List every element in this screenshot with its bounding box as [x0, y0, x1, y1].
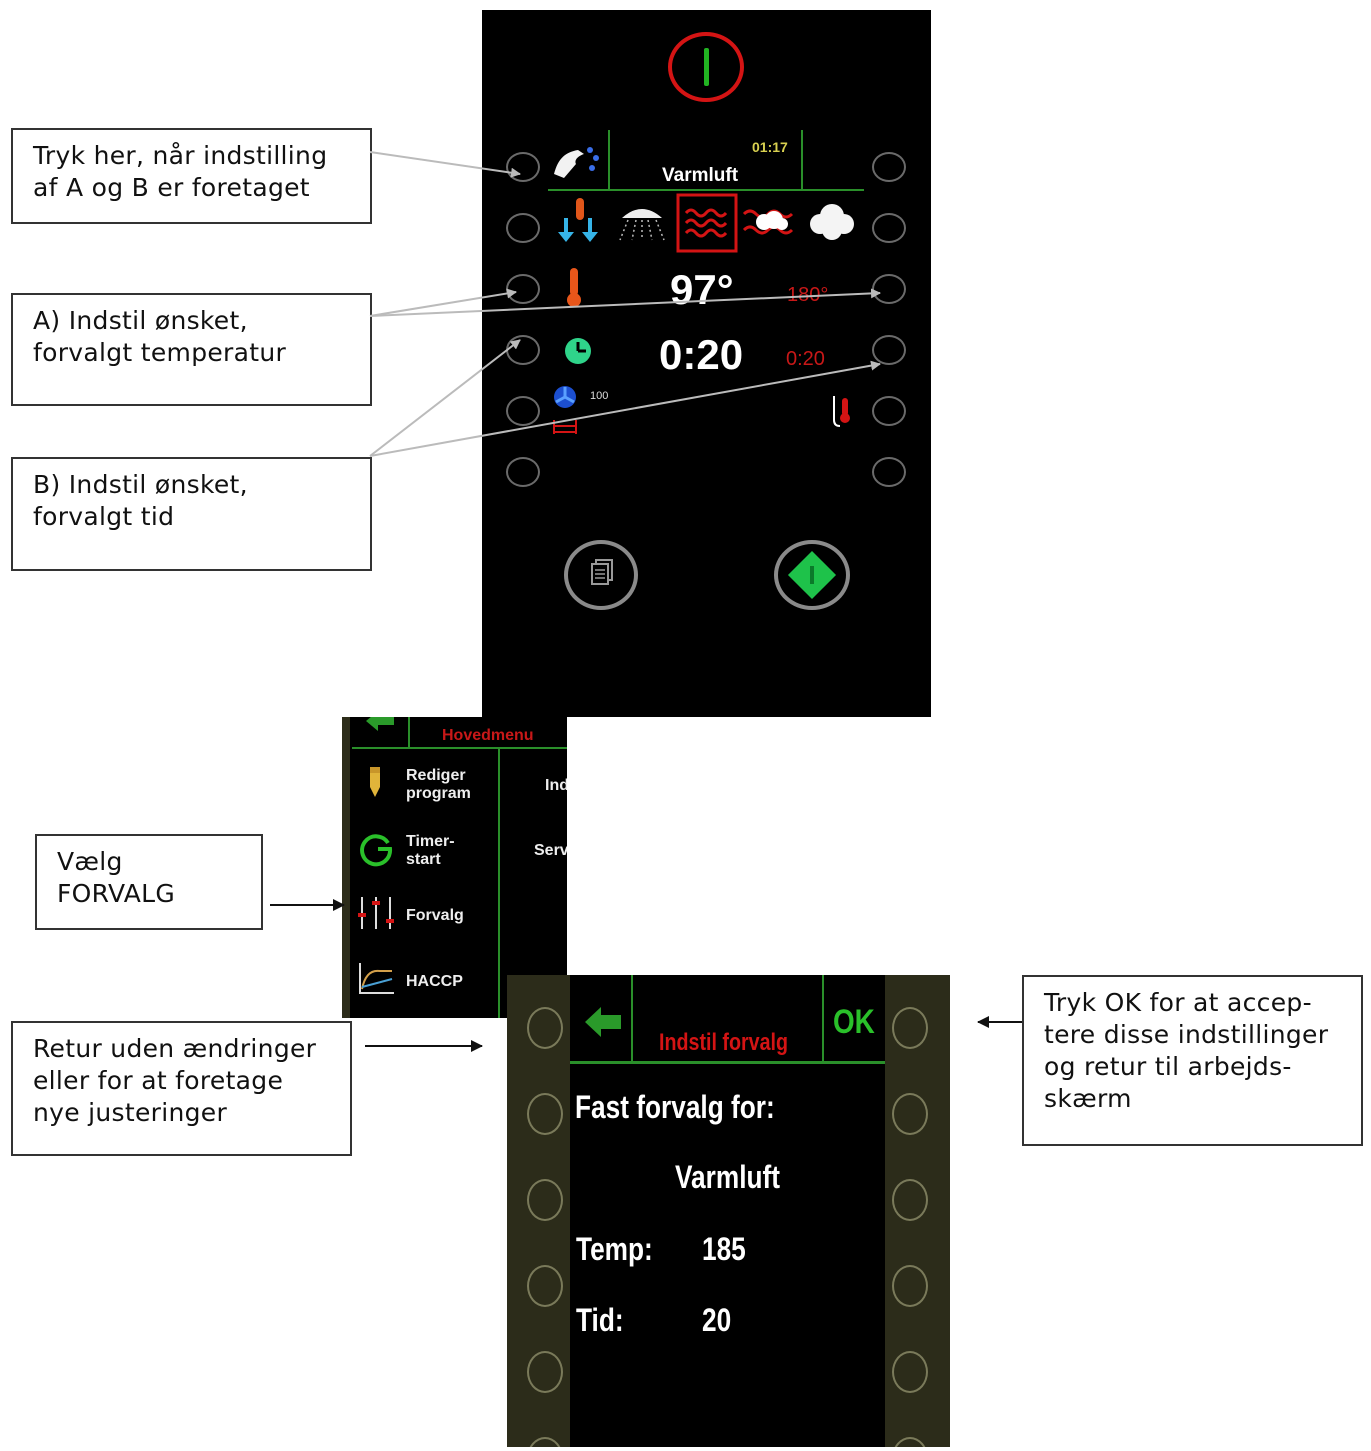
time-value: 0:20: [659, 331, 744, 378]
menu-item-haccp[interactable]: HACCP: [352, 959, 492, 1003]
side-button-right-6[interactable]: [872, 457, 906, 487]
main-menu-panel: Hovedmenu Rediger program Timer- start F…: [342, 717, 567, 1018]
side-button-left-3[interactable]: [527, 1179, 563, 1221]
callout-vaelg-forvalg: Vælg FORVALG: [35, 834, 263, 930]
side-button-right-1[interactable]: [872, 152, 906, 182]
side-button-left-1[interactable]: [527, 1007, 563, 1049]
timer-start-icon: [360, 834, 393, 867]
preset-screen: [570, 975, 885, 1447]
callout-indstil-tid: B) Indstil ønsket, forvalgt tid: [11, 457, 372, 571]
callout-retur: Retur uden ændringer eller for at foreta…: [11, 1021, 352, 1156]
side-button-left-4[interactable]: [527, 1265, 563, 1307]
side-button-right-2[interactable]: [872, 213, 906, 243]
fan-icon: [554, 386, 576, 408]
preset-heading: Fast forvalg for:: [575, 1089, 775, 1125]
side-button-right-4[interactable]: [872, 335, 906, 365]
temp-value[interactable]: 185: [702, 1231, 746, 1267]
thermometer-icon[interactable]: [562, 266, 586, 308]
temp-label: Temp:: [576, 1231, 653, 1267]
side-button-left-2[interactable]: [527, 1093, 563, 1135]
back-arrow-icon[interactable]: [583, 1005, 623, 1039]
callout-tryk-her: Tryk her, når indstilling af A og B er f…: [11, 128, 372, 224]
programs-icon[interactable]: [564, 540, 638, 610]
pencil-icon: [370, 767, 380, 797]
preset-settings-panel: Indstil forvalg OK Fast forvalg for: Var…: [507, 975, 950, 1447]
side-button-right-4[interactable]: [892, 1265, 928, 1307]
hot-air-icon[interactable]: [676, 193, 738, 253]
side-button-right-1[interactable]: [892, 1007, 928, 1049]
side-button-right-5[interactable]: [872, 396, 906, 426]
back-arrow-icon[interactable]: [362, 717, 398, 733]
timer-icon[interactable]: [562, 336, 594, 366]
temperature-value: 97°: [670, 266, 734, 313]
side-button-left-5[interactable]: [506, 396, 540, 426]
combi-steam-icon[interactable]: [742, 202, 800, 242]
menu-item-label: Rediger program: [406, 767, 471, 802]
side-button-left-2[interactable]: [506, 213, 540, 243]
time-preset: 0:20: [786, 348, 825, 370]
cool-down-icon[interactable]: [558, 196, 602, 246]
mode-label: Varmluft: [662, 165, 739, 186]
menu-item-label: HACCP: [406, 973, 463, 990]
menu-item-timer-start[interactable]: Timer- start: [352, 829, 492, 873]
preset-title: Indstil forvalg: [659, 1029, 789, 1056]
sliders-icon: [358, 897, 394, 929]
hand-program-icon[interactable]: [550, 138, 602, 182]
side-button-right-5[interactable]: [892, 1351, 928, 1393]
rack-icon: [553, 420, 577, 434]
haccp-chart-icon: [359, 963, 394, 994]
side-button-left-5[interactable]: [527, 1351, 563, 1393]
menu-item-service[interactable]: Serv: [534, 842, 567, 859]
preset-mode: Varmluft: [675, 1159, 780, 1195]
time-label: Tid:: [576, 1302, 624, 1338]
menu-item-forvalg[interactable]: Forvalg: [352, 893, 492, 937]
core-probe-icon: [833, 396, 850, 427]
clock-display: 01:17: [752, 139, 788, 155]
power-icon[interactable]: [668, 32, 744, 102]
start-icon[interactable]: [774, 540, 850, 610]
fan-speed: 100: [590, 390, 609, 402]
temperature-preset: 180°: [787, 284, 829, 306]
side-button-right-3[interactable]: [892, 1179, 928, 1221]
menu-item-label: Forvalg: [406, 907, 464, 924]
main-menu-title: Hovedmenu: [442, 727, 534, 744]
callout-indstil-temp: A) Indstil ønsket, forvalgt temperatur: [11, 293, 372, 406]
ok-button[interactable]: OK: [833, 1003, 875, 1041]
menu-item-rediger-program[interactable]: Rediger program: [352, 763, 492, 807]
side-button-right-2[interactable]: [892, 1093, 928, 1135]
menu-item-label: Timer- start: [406, 833, 455, 868]
time-value[interactable]: 20: [702, 1302, 732, 1338]
callout-tryk-ok: Tryk OK for at accep- tere disse indstil…: [1022, 975, 1363, 1146]
menu-item-indstillinger[interactable]: Ind: [545, 777, 567, 794]
side-button-left-6[interactable]: [506, 457, 540, 487]
shower-icon[interactable]: [614, 200, 670, 242]
steam-icon[interactable]: [806, 200, 858, 244]
oven-control-panel: 01:17 Varmluft 97° 180° 0:20 0:20: [482, 10, 931, 717]
